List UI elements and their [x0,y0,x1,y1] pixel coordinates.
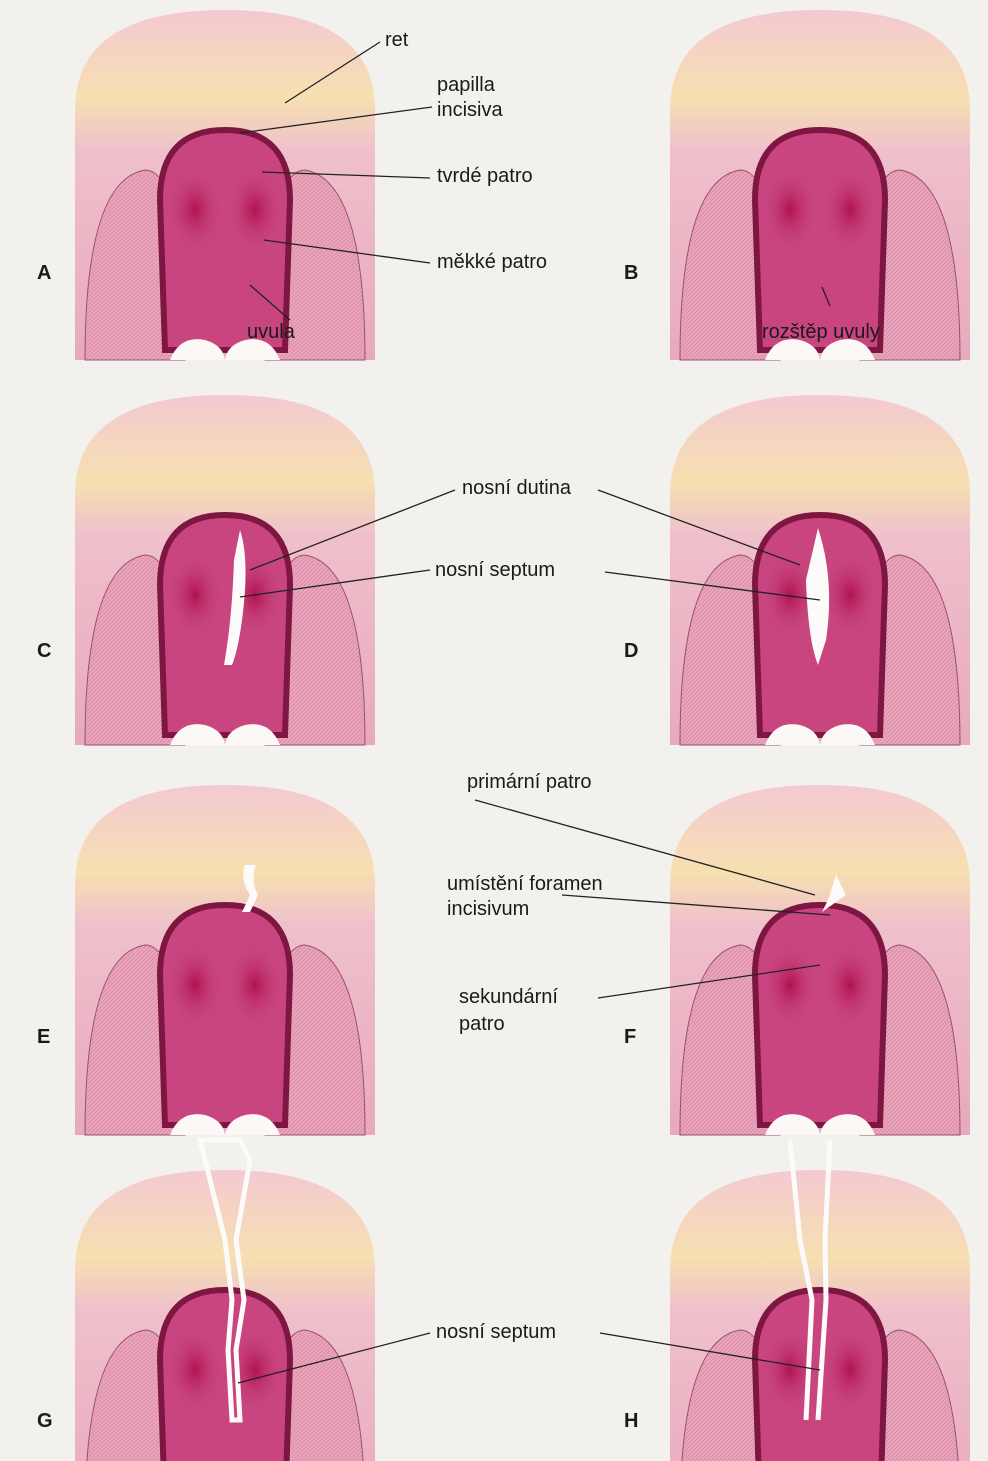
label-rozstep-uvuly: rozštěp uvuly [762,320,880,344]
panel-letter-a: A [37,262,51,285]
label-mekke-patro: měkké patro [437,250,547,274]
label-foramen-2: incisivum [447,897,529,921]
panel-letter-f: F [624,1026,636,1049]
label-sekundarni-1: sekundární [459,985,558,1009]
label-primarni-patro: primární patro [467,770,592,794]
panel-letter-e: E [37,1026,50,1049]
panel-a [75,10,375,360]
label-nosni-septum-gh: nosní septum [436,1320,556,1344]
label-papilla-1: papilla [437,73,495,97]
panel-letter-h: H [624,1410,638,1433]
label-nosni-septum-cd: nosní septum [435,558,555,582]
label-papilla-2: incisiva [437,98,503,122]
panel-letter-d: D [624,640,638,663]
label-foramen-1: umístění foramen [447,872,603,896]
panel-e [75,785,375,1135]
label-uvula: uvula [247,320,295,344]
label-nosni-dutina: nosní dutina [462,476,571,500]
panel-b [670,10,970,360]
panel-f [670,785,970,1135]
label-tvrde-patro: tvrdé patro [437,164,533,188]
panel-letter-c: C [37,640,51,663]
panel-c [75,395,375,745]
panel-letter-b: B [624,262,638,285]
label-sekundarni-2: patro [459,1012,505,1036]
panel-letter-g: G [37,1410,53,1433]
panel-g [75,1170,375,1461]
label-ret: ret [385,28,408,52]
